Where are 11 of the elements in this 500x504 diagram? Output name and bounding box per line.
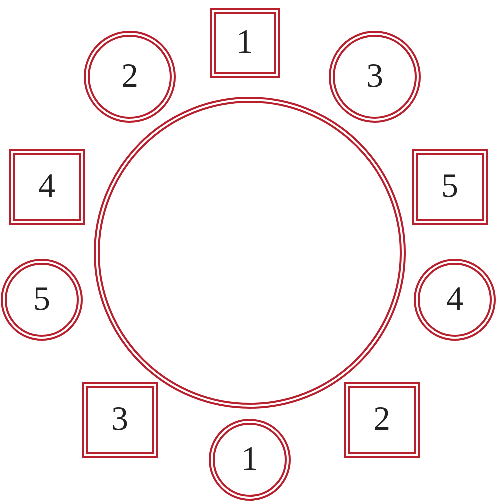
round-seat-marker: 4 bbox=[414, 259, 496, 341]
square-seat-marker: 4 bbox=[9, 149, 85, 225]
round-table bbox=[94, 97, 406, 409]
round-seat-marker: 3 bbox=[329, 31, 421, 123]
square-seat-marker: 5 bbox=[412, 149, 488, 225]
round-seat-marker: 2 bbox=[84, 31, 176, 123]
square-seat-marker: 3 bbox=[82, 382, 158, 458]
square-seat-marker: 1 bbox=[210, 8, 280, 78]
round-seat-marker: 5 bbox=[1, 259, 83, 341]
square-seat-marker: 2 bbox=[344, 382, 420, 458]
round-seat-marker: 1 bbox=[209, 419, 291, 501]
